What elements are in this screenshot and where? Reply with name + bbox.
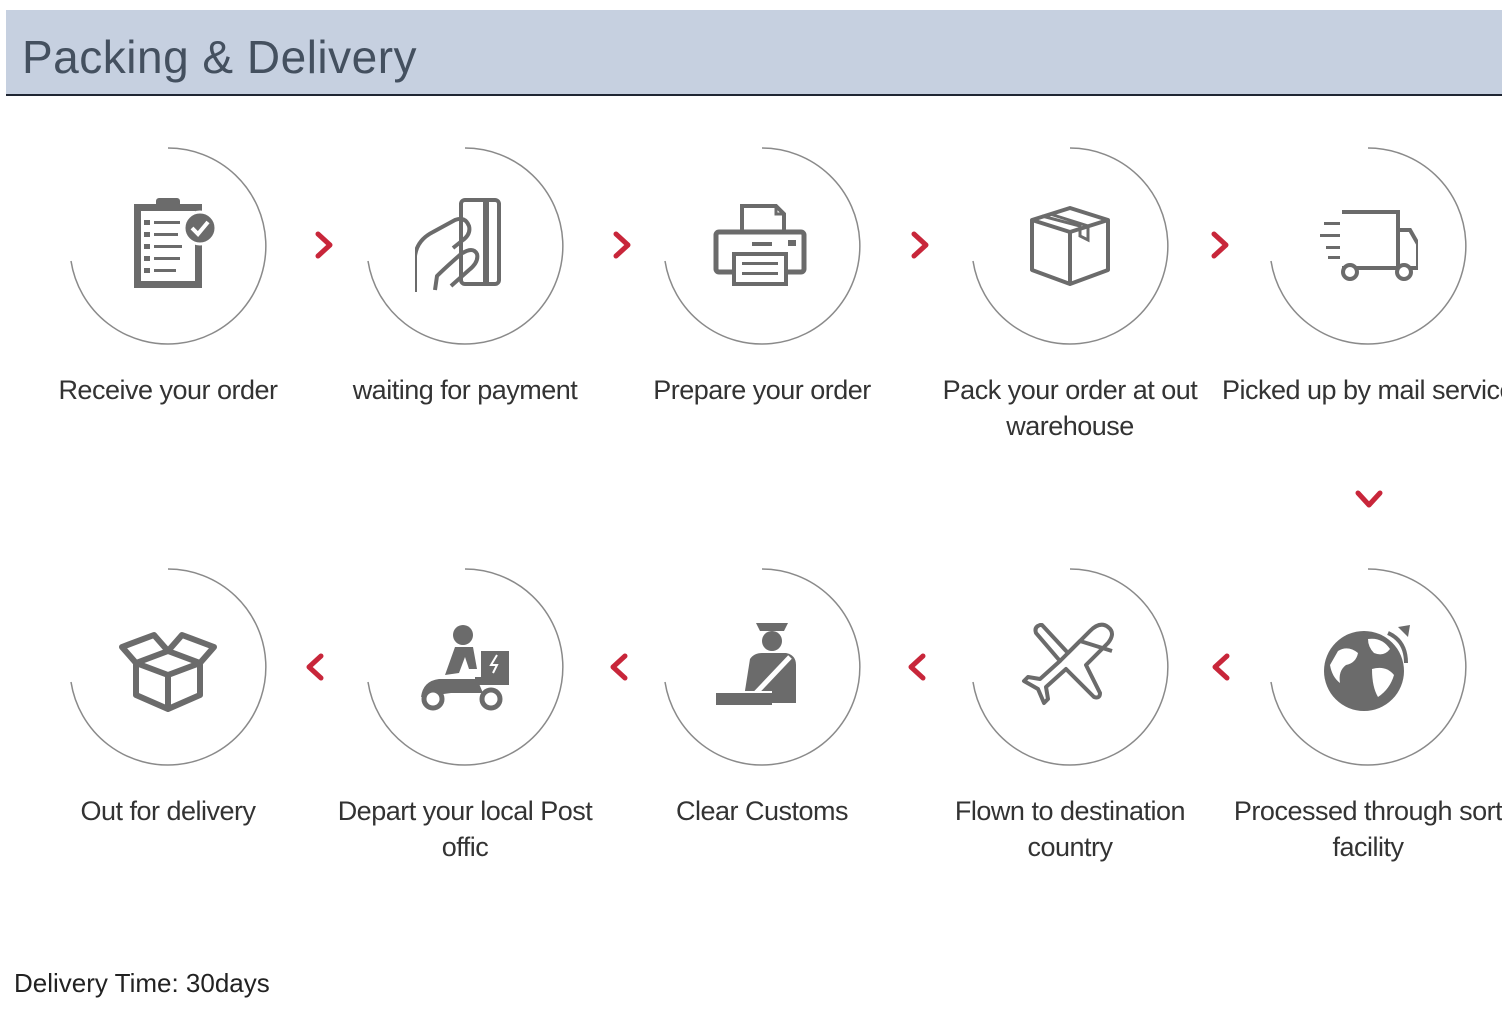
globe-icon — [1318, 617, 1418, 717]
header-bar: Packing & Delivery — [6, 10, 1502, 96]
airplane-icon — [1020, 617, 1120, 717]
chevron-right-icon — [906, 230, 936, 260]
chevron-down-icon — [1354, 484, 1384, 514]
step-ring: waiting for payment — [353, 146, 578, 405]
step-label: Processed through sort facility — [1233, 796, 1502, 862]
step-ring: Pack your order at out warehouse — [943, 146, 1198, 441]
step-label: Prepare your order — [653, 375, 871, 405]
step-label: Pack your order at out warehouse — [942, 375, 1198, 441]
step-ring: Clear Customs — [662, 567, 862, 826]
step-ring: Flown to destination country — [955, 567, 1186, 862]
step-label: Out for delivery — [80, 796, 256, 826]
step-ring: Prepare your order — [653, 146, 871, 405]
step-ring: Picked up by mail service — [1222, 146, 1502, 405]
chevron-left-icon — [300, 652, 330, 682]
open-box-icon — [118, 617, 218, 717]
delivery-time-text: Delivery Time: 30days — [14, 968, 270, 998]
step-label: Clear Customs — [675, 796, 849, 826]
step-label: Picked up by mail service — [1221, 375, 1502, 405]
step-label: Flown to destination country — [954, 796, 1186, 862]
chevron-right-icon — [608, 230, 638, 260]
printer-icon — [712, 196, 812, 296]
step-ring: Out for delivery — [68, 567, 268, 826]
chevron-left-icon — [902, 652, 932, 682]
chevron-left-icon — [1206, 652, 1236, 682]
step-label: Depart your local Post offic — [337, 796, 593, 862]
clipboard-check-icon — [118, 196, 218, 296]
step-ring: Processed through sort facility — [1234, 567, 1502, 862]
step-ring: Receive your order — [58, 146, 278, 405]
step-ring: Depart your local Post offic — [338, 567, 593, 862]
step-label: Receive your order — [58, 375, 278, 405]
package-box-icon — [1020, 196, 1120, 296]
courier-scooter-icon — [415, 617, 515, 717]
step-label: waiting for payment — [352, 375, 578, 405]
page-title: Packing & Delivery — [22, 31, 418, 83]
chevron-right-icon — [310, 230, 340, 260]
chevron-right-icon — [1206, 230, 1236, 260]
hand-card-icon — [413, 196, 515, 296]
customs-officer-icon — [712, 617, 812, 717]
chevron-left-icon — [604, 652, 634, 682]
delivery-truck-icon — [1318, 196, 1420, 296]
